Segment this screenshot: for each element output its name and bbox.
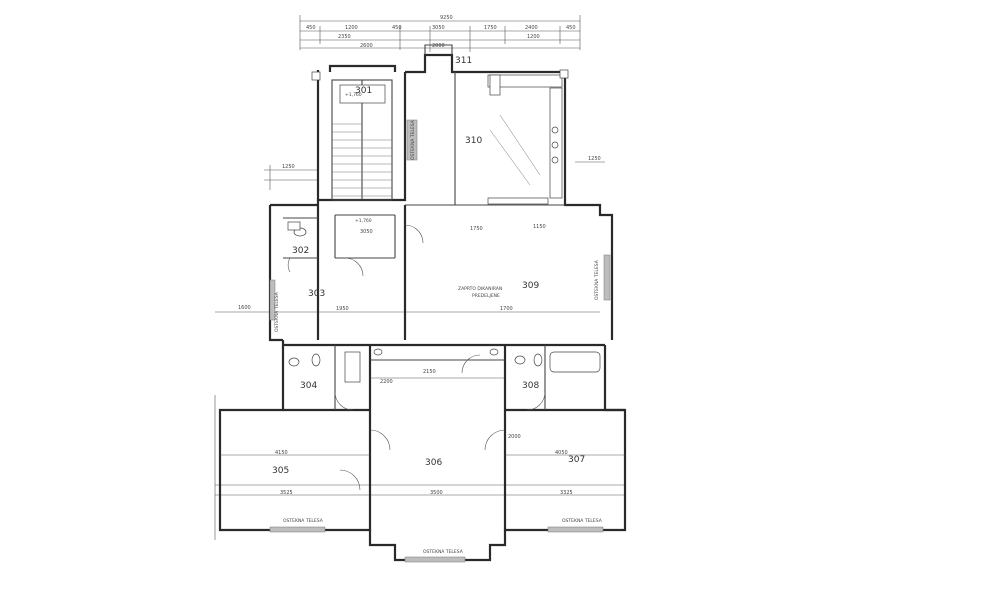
room-305: 305 xyxy=(272,466,289,476)
dim-1750: 1750 xyxy=(470,226,483,232)
interior-dimensions: 1950 1700 2150 2200 4150 3525 3500 3325 … xyxy=(275,224,573,496)
dim-2000: 2000 xyxy=(508,434,521,440)
stair-level-note: +1,760 xyxy=(345,92,362,98)
door-swings xyxy=(287,224,546,491)
facade-bottom-left-label: OSTEKNA TELESA xyxy=(283,518,324,524)
room-309: 309 xyxy=(522,281,539,291)
dim-top-total: 9250 xyxy=(440,15,453,21)
dim-1700: 1700 xyxy=(500,306,513,312)
dim-1950: 1950 xyxy=(336,306,349,312)
room-310: 310 xyxy=(465,136,482,146)
bathroom-fixtures xyxy=(287,221,601,383)
corridor-level-note: +1,760 xyxy=(355,218,372,224)
dim-1150: 1150 xyxy=(533,224,546,230)
dim-top-e: 1750 xyxy=(484,25,497,31)
room-306: 306 xyxy=(425,458,442,468)
dim-top2-a: 2350 xyxy=(338,34,351,40)
facade-right-label: OSTEKNA TELESA xyxy=(594,259,600,300)
facade-bottom-right-label: OSTEKNA TELESA xyxy=(562,518,603,524)
dim-top-c: 450 xyxy=(392,25,402,31)
dim-4150: 4150 xyxy=(275,450,288,456)
dim-top2-c: 2000 xyxy=(432,43,445,49)
dim-3500: 3500 xyxy=(430,490,443,496)
room-307: 307 xyxy=(568,455,585,465)
dim-left-1600: 1600 xyxy=(238,305,251,311)
dim-top2-d: 1200 xyxy=(527,34,540,40)
dim-top-b: 1200 xyxy=(345,25,358,31)
living-room-note-2: PREDELJENE xyxy=(472,293,500,299)
radiator-label: OSTEKNA TELESA xyxy=(410,119,416,160)
dim-top-g: 450 xyxy=(566,25,576,31)
room-311: 311 xyxy=(455,56,472,66)
dim-right-1250: 1250 xyxy=(588,156,601,162)
dim-left-1250: 1250 xyxy=(282,164,295,170)
outer-walls xyxy=(218,44,627,562)
dim-3525: 3525 xyxy=(280,490,293,496)
dim-4050: 4050 xyxy=(555,450,568,456)
kitchen-fixtures xyxy=(406,74,563,205)
dim-2150: 2150 xyxy=(423,369,436,375)
facade-bottom-mid-label: OSTEKNA TELESA xyxy=(423,549,464,555)
room-304: 304 xyxy=(300,381,317,391)
room-303: 303 xyxy=(308,289,325,299)
staircase xyxy=(331,79,393,201)
dim-3325: 3325 xyxy=(560,490,573,496)
dim-top-a: 450 xyxy=(306,25,316,31)
dim-top-f: 2400 xyxy=(525,25,538,31)
facade-left-label: OSTEKNA TELESA xyxy=(274,291,280,332)
living-room-note: ZAPRTO DIKANIRAN xyxy=(458,286,502,292)
dim-3050: 3050 xyxy=(360,229,373,235)
annotations: ZAPRTO DIKANIRAN PREDELJENE +1,760 +1,76… xyxy=(274,92,603,555)
dim-top-d: 3050 xyxy=(432,25,445,31)
interior-walls xyxy=(220,72,625,530)
top-dimensions: 9250 450 1200 450 3050 1750 2400 450 235… xyxy=(299,15,581,52)
side-dimensions: 1250 1250 1600 xyxy=(214,156,625,540)
windows xyxy=(269,69,611,563)
dim-top2-b: 2600 xyxy=(360,43,373,49)
room-302: 302 xyxy=(292,246,309,256)
room-301: 301 xyxy=(355,86,372,96)
room-308: 308 xyxy=(522,381,539,391)
dim-2200: 2200 xyxy=(380,379,393,385)
room-labels: 301 302 303 304 305 306 307 308 309 310 … xyxy=(272,56,585,476)
